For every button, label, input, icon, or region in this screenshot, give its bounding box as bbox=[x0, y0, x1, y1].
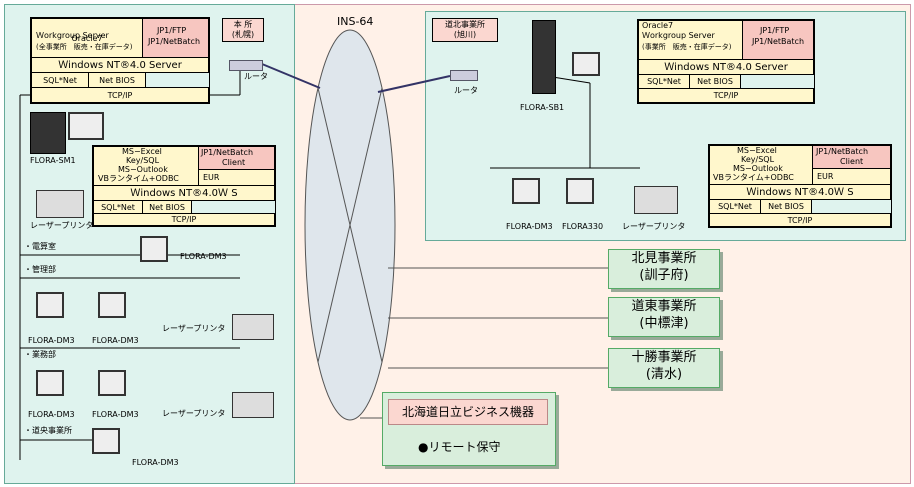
client-jp1-line2: Client bbox=[840, 157, 864, 166]
sqlnet-cell: SQL*Net bbox=[31, 72, 89, 88]
client-app-cell bbox=[709, 145, 813, 185]
dohoku-tag: 道北事業所 (旭川) bbox=[432, 18, 498, 42]
client-app-line2: Key/SQL bbox=[741, 155, 775, 164]
printer-icon bbox=[232, 392, 274, 418]
tcpip-cell: TCP/IP bbox=[638, 88, 814, 103]
pc-icon bbox=[98, 292, 126, 318]
client-jp1-line2: Client bbox=[222, 158, 246, 167]
server-app-line2: Ｗorkgroup Server bbox=[36, 31, 109, 40]
section-kanri: ・管理部 bbox=[24, 265, 56, 274]
pc-label: FLORA-DM3 bbox=[28, 410, 75, 419]
section-doo: ・道央事業所 bbox=[24, 426, 72, 435]
client-app-line3: MS−Outlook bbox=[733, 164, 783, 173]
router-icon bbox=[450, 70, 478, 81]
client-app-line1: MS−Excel bbox=[737, 146, 777, 155]
router-label: ルータ bbox=[244, 72, 268, 81]
printer-label: レーザープリンタ bbox=[162, 409, 226, 418]
pc-icon bbox=[36, 292, 64, 318]
monitor-icon bbox=[572, 52, 600, 76]
dohoku-server-stack: Ｗindows NT®4.0 Server SQL*Net Net BIOS T… bbox=[637, 19, 815, 104]
pc-icon bbox=[140, 236, 168, 262]
client-os-cell: Ｗindows NT®4.0Ｗ S bbox=[93, 185, 275, 201]
client-tcpip-cell: TCP/IP bbox=[709, 213, 891, 227]
pc1-label: FLORA-DM3 bbox=[506, 222, 553, 231]
vendor-name: 北海道日立ビジネス機器 bbox=[388, 399, 548, 425]
server-jp1-line1: JP1/FTP bbox=[760, 26, 790, 35]
client-netbios-cell: Net BIOS bbox=[142, 200, 192, 214]
server-jp1-line1: JP1/FTP bbox=[157, 26, 187, 35]
client-app-line3: MS−Outlook bbox=[118, 165, 168, 174]
pc-icon bbox=[566, 178, 594, 204]
ins-label: INS-64 bbox=[337, 15, 374, 28]
flora-sm1-label: FLORA-SM1 bbox=[30, 156, 76, 165]
section-gyomu: ・業務部 bbox=[24, 350, 56, 359]
printer-icon bbox=[634, 186, 678, 214]
server-app-line3: (全事業所 販売・在庫データ) bbox=[36, 43, 133, 51]
pc2-label: FLORA330 bbox=[562, 222, 604, 231]
printer-label: レーザープリンタ bbox=[162, 324, 226, 333]
vendor-service: ●リモート保守 bbox=[418, 440, 501, 454]
tcpip-cell: TCP/IP bbox=[31, 87, 209, 103]
app-cell bbox=[638, 20, 743, 60]
honsha-tag: 本 所 (札幌) bbox=[222, 18, 264, 42]
client-sqlnet-cell: SQL*Net bbox=[93, 200, 143, 214]
pc-icon bbox=[92, 428, 120, 454]
pc-label: FLORA-DM3 bbox=[92, 336, 139, 345]
honsha-client-stack: EUR Ｗindows NT®4.0Ｗ S SQL*Net Net BIOS T… bbox=[92, 145, 276, 227]
router-icon bbox=[229, 60, 263, 71]
office-doto: 道東事業所 (中標津) bbox=[608, 297, 720, 337]
client-netbios-cell: Net BIOS bbox=[760, 199, 812, 214]
os-cell: Ｗindows NT®4.0 Server bbox=[638, 59, 814, 75]
jp1-cell bbox=[742, 20, 814, 60]
client-os-cell: Ｗindows NT®4.0Ｗ S bbox=[709, 184, 891, 200]
pc-icon bbox=[512, 178, 540, 204]
server-tower-icon bbox=[30, 112, 66, 154]
pc-label: FLORA-DM3 bbox=[28, 336, 75, 345]
section-densan: ・電算室 bbox=[24, 242, 56, 251]
pc-label: FLORA-DM3 bbox=[132, 458, 179, 467]
client-tcpip-cell: TCP/IP bbox=[93, 213, 275, 226]
dohoku-client-stack: EUR Ｗindows NT®4.0Ｗ S SQL*Net Net BIOS T… bbox=[708, 144, 892, 228]
server-app-line3: (事業所 販売・在庫データ) bbox=[642, 43, 732, 51]
client-app-line4: VBランタイム+ODBC bbox=[713, 173, 794, 182]
pc-icon bbox=[36, 370, 64, 396]
server-jp1-line2: JP1/NetBatch bbox=[148, 37, 201, 46]
client-app-line1: MS−Excel bbox=[122, 147, 162, 156]
client-sqlnet-cell: SQL*Net bbox=[709, 199, 761, 214]
netbios-cell: Net BIOS bbox=[689, 74, 741, 89]
client-eur-cell: EUR bbox=[198, 169, 275, 186]
client-app-line4: VBランタイム+ODBC bbox=[98, 174, 179, 183]
pc-label: FLORA-DM3 bbox=[92, 410, 139, 419]
sqlnet-cell: SQL*Net bbox=[638, 74, 690, 89]
server-app-line2: Ｗorkgroup Server bbox=[642, 31, 715, 40]
printer-label: レーザープリンタ bbox=[30, 221, 94, 230]
printer-icon bbox=[36, 190, 84, 218]
server-app-line1: Oracle7 bbox=[642, 21, 674, 30]
client-jp1-line1: JP1/NetBatch bbox=[816, 147, 869, 156]
server-jp1-line2: JP1/NetBatch bbox=[752, 37, 805, 46]
flora-sb1-label: FLORA-SB1 bbox=[520, 103, 565, 112]
office-kitami: 北見事業所 (訓子府) bbox=[608, 249, 720, 289]
pc-icon bbox=[98, 370, 126, 396]
monitor-icon bbox=[68, 112, 104, 140]
pc-label: FLORA-DM3 bbox=[180, 252, 227, 261]
server-tower-icon bbox=[532, 20, 556, 94]
router-label: ルータ bbox=[454, 86, 478, 95]
os-cell: Ｗindows NT®4.0 Server bbox=[31, 57, 209, 73]
honsha-server-stack: Oracle7 Ｗindows NT®4.0 Server SQL*Net Ne… bbox=[30, 17, 210, 104]
netbios-cell: Net BIOS bbox=[88, 72, 146, 88]
office-tokachi: 十勝事業所 (清水) bbox=[608, 348, 720, 388]
printer-icon bbox=[232, 314, 274, 340]
client-eur-cell: EUR bbox=[812, 168, 891, 185]
client-app-line2: Key/SQL bbox=[126, 156, 160, 165]
printer-label: レーザープリンタ bbox=[622, 222, 686, 231]
client-jp1-line1: JP1/NetBatch bbox=[201, 148, 254, 157]
